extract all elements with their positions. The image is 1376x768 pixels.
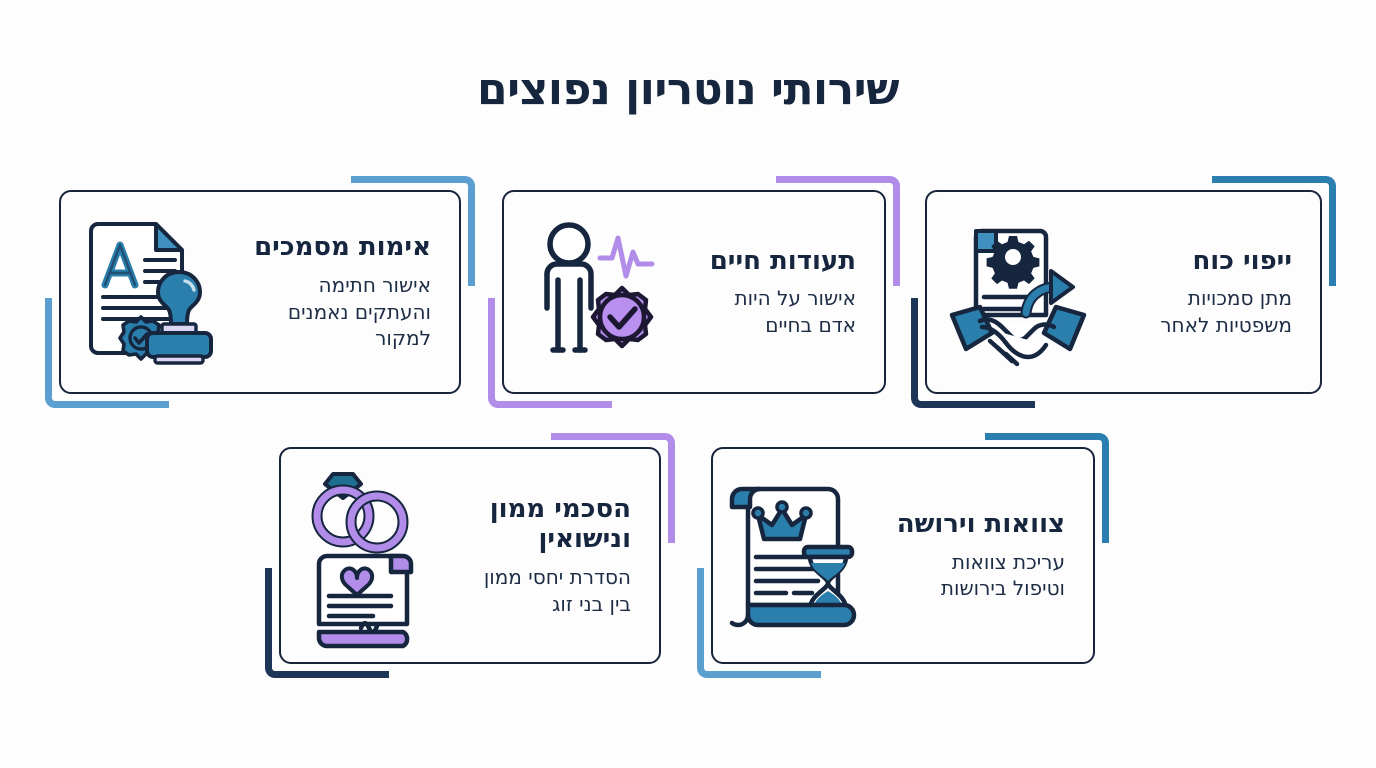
document-stamp-icon: [89, 222, 213, 365]
scroll-crown-hourglass-icon: [729, 486, 857, 627]
card-title: ייפוי כוח: [1192, 245, 1292, 276]
card-description: הסדרת יחסי ממון בין בני זוג: [483, 565, 631, 616]
card-title: תעודות חיים: [709, 245, 856, 276]
card-icon: [729, 473, 869, 639]
card-icon: [943, 217, 1093, 367]
card-frame: [711, 447, 1095, 664]
wedding-rings-scroll-icon: [311, 471, 414, 648]
card-description: מתן סמכויות משפטיות לאחר: [1160, 286, 1292, 337]
card-frame: [925, 190, 1322, 394]
card-body: תעודות חיים אישור על היות אדם בחיים: [502, 190, 886, 394]
card-description: אישור חתימה והעתקים נאמנים למקור: [287, 272, 431, 351]
card-accent-bottom-left: [265, 568, 389, 678]
service-card-prenuptial-agreements[interactable]: הסכמי ממון ונישואין הסדרת יחסי ממון בין …: [265, 433, 675, 678]
card-texts: אימות מסמכים אישור חתימה והעתקים נאמנים …: [237, 232, 435, 351]
card-description: עריכת צוואות וטיפול בירושות: [940, 549, 1065, 601]
card-texts: תעודות חיים אישור על היות אדם בחיים: [680, 246, 860, 339]
card-description: אישור על היות אדם בחיים: [734, 286, 856, 337]
card-accent-top-right: [985, 433, 1109, 543]
card-body: ייפוי כוח מתן סמכויות משפטיות לאחר: [925, 190, 1322, 394]
card-title: אימות מסמכים: [254, 232, 431, 263]
card-body: הסכמי ממון ונישואין הסדרת יחסי ממון בין …: [279, 447, 661, 664]
card-icon: [77, 217, 227, 367]
handshake-document-icon: [949, 228, 1087, 367]
service-card-wills-and-inheritance[interactable]: צוואות וירושה עריכת צוואות וטיפול בירושו…: [697, 433, 1109, 678]
card-icon: [520, 218, 670, 366]
card-texts: הסכמי ממון ונישואין הסדרת יחסי ממון בין …: [447, 494, 635, 618]
card-accent-top-right: [351, 176, 475, 286]
card-accent-top-right: [1212, 176, 1336, 286]
card-texts: צוואות וירושה עריכת צוואות וטיפול בירושו…: [879, 509, 1069, 602]
card-texts: ייפוי כוח מתן סמכויות משפטיות לאחר: [1103, 246, 1296, 339]
service-card-life-certificates[interactable]: תעודות חיים אישור על היות אדם בחיים: [488, 176, 900, 408]
service-card-document-authentication[interactable]: אימות מסמכים אישור חתימה והעתקים נאמנים …: [45, 176, 475, 408]
service-card-power-of-attorney[interactable]: ייפוי כוח מתן סמכויות משפטיות לאחר: [911, 176, 1336, 408]
card-body: אימות מסמכים אישור חתימה והעתקים נאמנים …: [59, 190, 461, 394]
card-icon: [297, 468, 437, 648]
card-accent-top-right: [551, 433, 675, 543]
card-title: הסכמי ממון ונישואין: [489, 493, 631, 555]
card-accent-bottom-left: [697, 568, 821, 678]
card-accent-top-right: [776, 176, 900, 286]
card-accent-bottom-left: [45, 298, 169, 408]
card-accent-bottom-left: [911, 298, 1035, 408]
page-title: שירותי נוטריון נפוצים: [477, 64, 899, 115]
card-title: צוואות וירושה: [896, 509, 1065, 540]
card-body: צוואות וירושה עריכת צוואות וטיפול בירושו…: [711, 447, 1095, 664]
card-accent-bottom-left: [488, 298, 612, 408]
person-pulse-seal-icon: [544, 222, 655, 353]
